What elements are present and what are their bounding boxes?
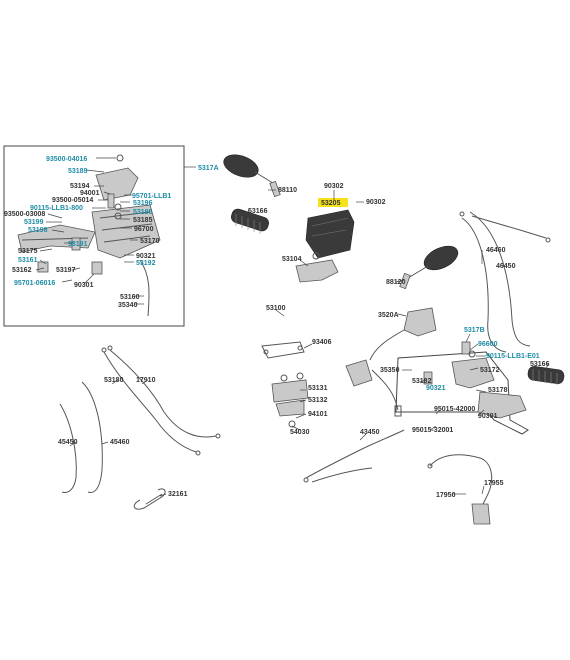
- master-cylinder-box: [3, 145, 185, 327]
- handlebar-bracket: [295, 252, 339, 283]
- label-53180: 53180: [104, 377, 124, 384]
- part-labels: 93500-04016 53189 53194 94001 95701-LLB1…: [4, 156, 550, 499]
- label-46450: 46450: [496, 263, 516, 270]
- label-54030: 54030: [290, 429, 310, 436]
- label-90115-llb1-e01: 90115-LLB1-E01: [486, 353, 540, 360]
- label-17950: 17950: [436, 492, 456, 499]
- left-switch: [261, 341, 402, 417]
- label-93406: 93406: [312, 339, 332, 346]
- riser-clamp: [271, 372, 309, 428]
- label-5317b: 5317B: [464, 327, 485, 334]
- label-53198: 53198: [28, 227, 48, 234]
- label-53170: 53170: [140, 238, 160, 245]
- label-53192: 53192: [136, 260, 156, 267]
- label-53189: 53189: [68, 168, 88, 175]
- right-switch: [369, 307, 437, 361]
- label-88110: 88110: [278, 187, 297, 194]
- right-master-cylinder: [423, 341, 527, 419]
- label-5317a: 5317A: [198, 165, 219, 172]
- label-53205: 53205: [321, 200, 341, 207]
- label-90301-a: 90301: [74, 282, 94, 289]
- label-17955: 17955: [484, 480, 504, 487]
- label-93500-05014: 93500-05014: [52, 197, 93, 204]
- label-17910: 17910: [136, 377, 156, 384]
- label-95701-06016: 95701-06016: [14, 280, 55, 287]
- label-90115-llb1-800: 90115-LLB1-800: [30, 205, 83, 212]
- label-88120: 88120: [386, 279, 406, 286]
- label-53196: 53196: [133, 200, 153, 207]
- label-3520a: 3520A: [378, 312, 399, 319]
- handlebar: [239, 252, 393, 322]
- label-53182: 53182: [412, 378, 432, 385]
- label-90321-b: 90321: [426, 385, 446, 392]
- label-95701-llb1: 95701-LLB1: [132, 193, 171, 200]
- label-95015-32001: 95015-32001: [412, 427, 453, 434]
- label-53178: 53178: [488, 387, 508, 394]
- label-96600: 96600: [478, 341, 498, 348]
- label-93500-04016: 93500-04016: [46, 156, 87, 163]
- label-53194: 53194: [70, 183, 90, 190]
- label-90321-a: 90321: [136, 253, 156, 260]
- label-53166-b: 53166: [530, 361, 550, 368]
- label-53195: 53195: [133, 209, 153, 216]
- label-53160: 53160: [120, 294, 140, 301]
- cables-right: [459, 211, 551, 353]
- label-53172: 53172: [480, 367, 500, 374]
- label-53104: 53104: [282, 256, 302, 263]
- label-46460: 46460: [486, 247, 506, 254]
- right-mirror: [399, 245, 459, 290]
- label-53100: 53100: [266, 305, 286, 312]
- right-grip: [527, 366, 565, 385]
- label-32161: 32161: [168, 491, 188, 498]
- right-assembly-box: [395, 351, 529, 435]
- label-96700: 96700: [134, 226, 154, 233]
- left-grip: [231, 208, 269, 234]
- label-90302-b: 90302: [366, 199, 386, 206]
- cables-left: [59, 345, 221, 493]
- outer-leaders: [69, 189, 549, 497]
- label-53131: 53131: [308, 385, 328, 392]
- label-93191: 93191: [68, 241, 88, 248]
- label-53166-a: 53166: [248, 208, 268, 215]
- label-35340: 35340: [118, 302, 138, 309]
- handlebar-cover: [305, 209, 355, 259]
- label-53161: 53161: [18, 257, 38, 264]
- label-53197: 53197: [56, 267, 76, 274]
- label-95015-42000: 95015-42000: [434, 406, 475, 413]
- label-53162: 53162: [12, 267, 32, 274]
- cable-43450: [303, 429, 405, 483]
- label-53185: 53185: [133, 217, 153, 224]
- highlight-53205: [318, 198, 348, 207]
- cable-clip: [133, 488, 166, 510]
- cable-17950: [427, 454, 493, 525]
- label-43450: 43450: [360, 429, 380, 436]
- master-cylinder-drawing: [17, 154, 161, 317]
- label-45450: 45450: [58, 439, 78, 446]
- label-35350: 35350: [380, 367, 400, 374]
- label-53175: 53175: [18, 248, 38, 255]
- label-94001: 94001: [80, 190, 100, 197]
- label-53199: 53199: [24, 219, 44, 226]
- label-94101: 94101: [308, 411, 328, 418]
- label-45460: 45460: [110, 439, 130, 446]
- box-leaders: [35, 157, 144, 305]
- label-53132: 53132: [308, 397, 328, 404]
- label-90302-a: 90302: [324, 183, 344, 190]
- label-90301-b: 90301: [478, 413, 498, 420]
- label-93500-03008: 93500-03008: [4, 211, 45, 218]
